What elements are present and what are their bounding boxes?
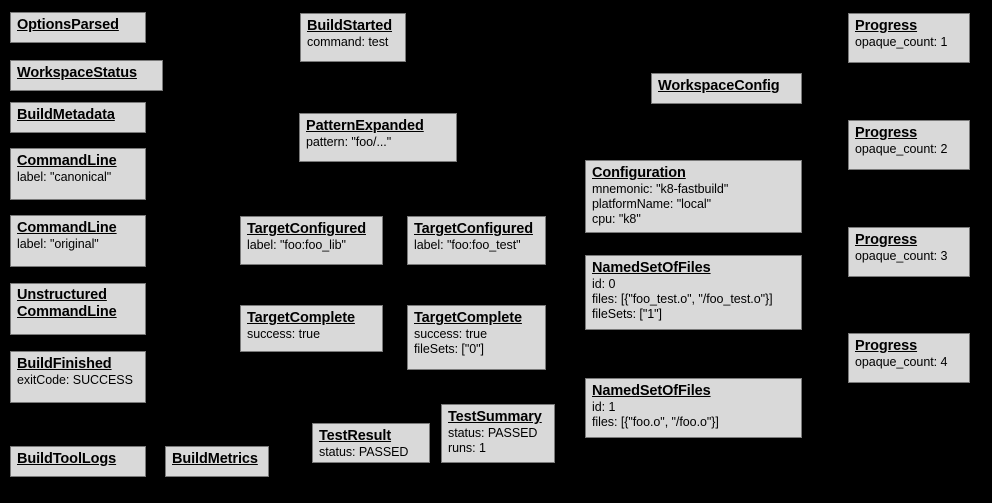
event-node-options-parsed[interactable]: OptionsParsed [10, 12, 146, 43]
event-node-field: fileSets: ["1"] [592, 307, 662, 321]
event-node-field: files: [{"foo_test.o", "/foo_test.o"}] [592, 292, 773, 306]
event-node-title: BuildMetadata [17, 107, 115, 123]
event-node-field: label: "original" [17, 237, 99, 251]
event-node-field: pattern: "foo/..." [306, 135, 392, 149]
event-node-title: TargetConfigured [247, 221, 366, 237]
event-node-title: NamedSetOfFiles [592, 383, 711, 399]
event-node-workspace-config[interactable]: WorkspaceConfig [651, 73, 802, 104]
event-node-title: BuildToolLogs [17, 451, 117, 467]
event-node-field: platformName: "local" [592, 197, 711, 211]
event-node-title: Progress [855, 232, 918, 248]
event-node-field: label: "foo:foo_lib" [247, 238, 346, 252]
event-node-title: TargetComplete [414, 310, 522, 326]
event-node-field: runs: 1 [448, 441, 486, 455]
event-node-title: Progress [855, 338, 918, 354]
event-node-title: Progress [855, 18, 918, 34]
event-node-field: opaque_count: 4 [855, 355, 948, 369]
event-node-title: BuildStarted [307, 18, 393, 34]
event-node-field: files: [{"foo.o", "/foo.o"}] [592, 415, 719, 429]
event-node-field: success: true [247, 327, 320, 341]
event-node-field: mnemonic: "k8-fastbuild" [592, 182, 729, 196]
event-node-title: TestResult [319, 428, 392, 444]
event-node-title: CommandLine [17, 220, 117, 236]
event-node-title: Configuration [592, 165, 686, 181]
event-node-field: label: "canonical" [17, 170, 112, 184]
event-node-title: BuildMetrics [172, 451, 258, 467]
event-node-title: Unstructured CommandLine [17, 287, 117, 320]
event-node-build-tool-logs[interactable]: BuildToolLogs [10, 446, 146, 477]
event-node-title: TargetConfigured [414, 221, 533, 237]
event-node-title: CommandLine [17, 153, 117, 169]
event-node-field: cpu: "k8" [592, 212, 641, 226]
event-node-title: NamedSetOfFiles [592, 260, 711, 276]
event-node-field: status: PASSED [448, 426, 538, 440]
event-node-build-metadata[interactable]: BuildMetadata [10, 102, 146, 133]
event-node-title: TestSummary [448, 409, 542, 425]
event-node-field: opaque_count: 2 [855, 142, 948, 156]
event-node-field: fileSets: ["0"] [414, 342, 484, 356]
event-node-title: TargetComplete [247, 310, 355, 326]
event-node-field: success: true [414, 327, 487, 341]
event-node-title: Progress [855, 125, 918, 141]
event-node-title: PatternExpanded [306, 118, 424, 134]
event-node-unstructured-command-line[interactable]: Unstructured CommandLine [10, 283, 146, 335]
event-node-title: BuildFinished [17, 356, 112, 372]
event-node-field: id: 1 [592, 400, 616, 414]
event-node-title: WorkspaceConfig [658, 78, 780, 94]
event-node-workspace-status[interactable]: WorkspaceStatus [10, 60, 163, 91]
event-node-field: id: 0 [592, 277, 616, 291]
event-node-field: opaque_count: 3 [855, 249, 948, 263]
event-node-field: opaque_count: 1 [855, 35, 948, 49]
event-node-field: label: "foo:foo_test" [414, 238, 521, 252]
event-node-build-metrics[interactable]: BuildMetrics [165, 446, 269, 477]
event-node-field: command: test [307, 35, 389, 49]
event-node-title: OptionsParsed [17, 17, 119, 33]
event-node-field: exitCode: SUCCESS [17, 373, 133, 387]
event-node-field: status: PASSED [319, 445, 409, 459]
event-node-title: WorkspaceStatus [17, 65, 137, 81]
